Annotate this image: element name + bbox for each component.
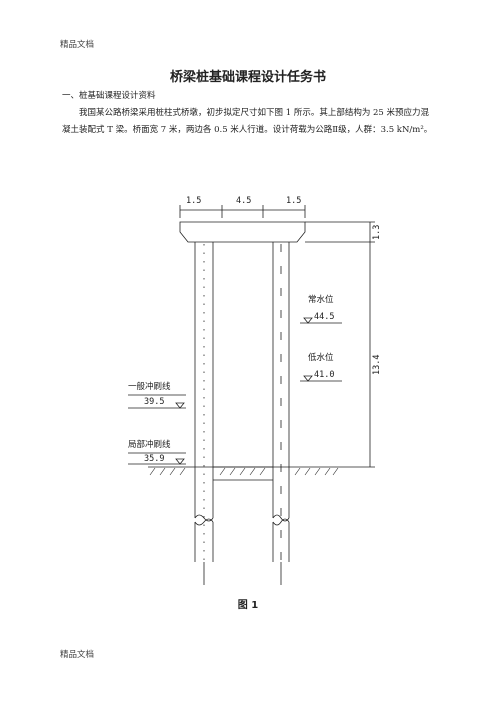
normal-water-value: 44.5	[314, 312, 334, 322]
dim-cap-height-label: 1.3	[372, 225, 382, 240]
low-water-value: 41.0	[314, 370, 334, 380]
section-heading: 一、桩基础课程设计资料	[62, 91, 156, 101]
local-scour-label: 局部冲刷线	[128, 439, 171, 450]
dim-middle-label: 4.5	[236, 196, 251, 206]
dim-pier-height-label: 13.4	[372, 355, 382, 375]
general-scour-value: 39.5	[144, 397, 164, 407]
general-scour-label: 一般冲刷线	[128, 381, 171, 392]
page-header: 精品文档	[60, 40, 95, 50]
low-water-label: 低水位	[308, 352, 334, 363]
body-paragraph: 我国某公路桥梁采用桩柱式桥墩，初步拟定尺寸如下图 1 所示。其上部结构为 25 …	[62, 108, 433, 135]
page-footer: 精品文档	[60, 650, 95, 660]
figure-caption: 图 1	[237, 600, 259, 611]
dim-right-label: 1.5	[286, 196, 301, 206]
cap-beam	[179, 221, 306, 243]
normal-water-label: 常水位	[308, 294, 334, 305]
dim-left-label: 1.5	[186, 196, 201, 206]
local-scour-value: 35.9	[144, 454, 164, 464]
document-title: 桥梁桩基础课程设计任务书	[169, 70, 326, 85]
